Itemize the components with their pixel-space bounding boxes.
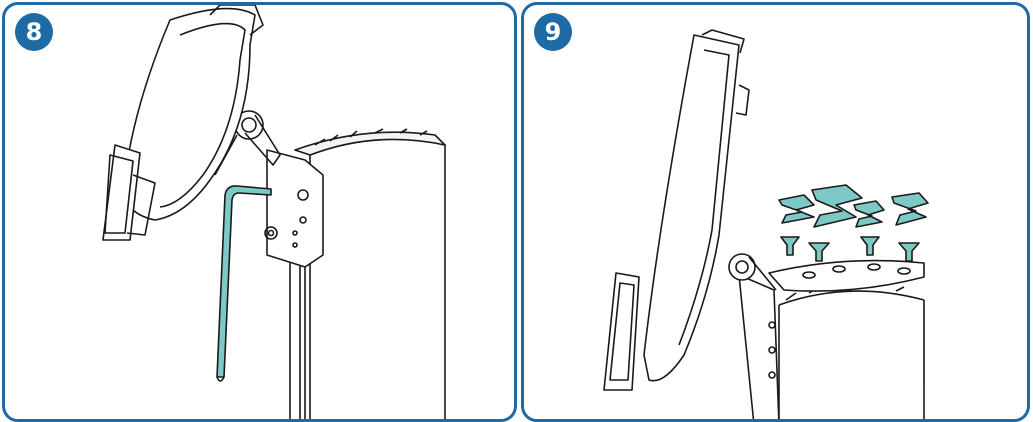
step-9-badge: 9	[534, 13, 572, 51]
bracket-plate-icon	[728, 253, 780, 419]
step-8-panel: 8	[2, 2, 517, 422]
step-8-illustration	[102, 5, 446, 419]
step-9-illustration	[603, 29, 929, 419]
step-8-badge: 8	[15, 13, 53, 51]
pole-stand-icon	[289, 128, 446, 419]
mounting-plate-icon	[768, 259, 925, 292]
bracket-plate-icon	[264, 149, 324, 268]
hex-key-icon	[216, 185, 272, 382]
screw-icon	[780, 236, 920, 262]
pole-stand-icon	[763, 281, 925, 419]
tablet-enclosure-icon	[603, 29, 750, 391]
step-9-panel: 9	[521, 2, 1030, 422]
tablet-enclosure-icon	[102, 5, 264, 241]
spring-clip-icon	[778, 184, 929, 228]
